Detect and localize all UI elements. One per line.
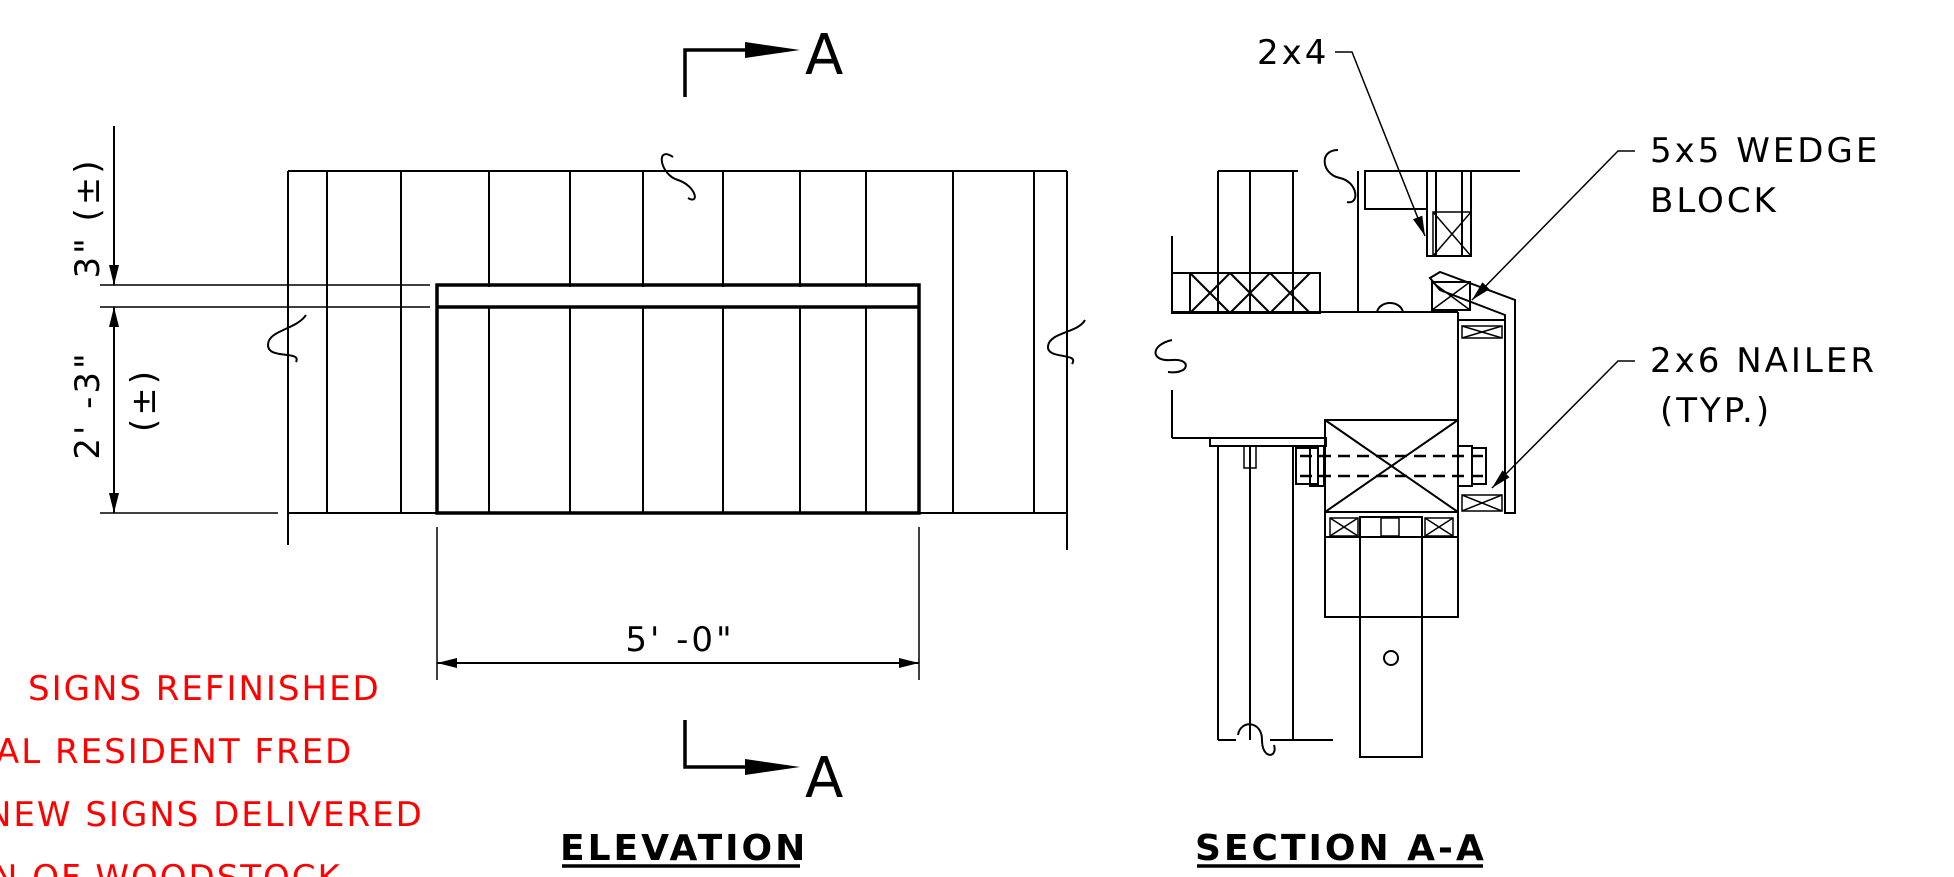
dim-width-label: 5' -0" <box>625 620 734 660</box>
dim-height-tolerance: (±) <box>124 368 164 432</box>
stud-2x4 <box>1364 170 1472 257</box>
break-symbol-top <box>660 153 696 201</box>
label-nailer-1: 2x6 NAILER <box>1650 341 1877 381</box>
label-wedge-block-1: 5x5 WEDGE <box>1650 131 1880 171</box>
note-line-4: N OF WOODSTOCK <box>0 858 342 877</box>
note-line-3: NEW SIGNS DELIVERED <box>0 795 424 835</box>
label-wedge-block-2: BLOCK <box>1650 181 1779 221</box>
dim-height-label: 2' -3" <box>68 350 108 459</box>
plank-wall <box>287 170 1068 550</box>
dim-top-label: 3" (±) <box>68 157 108 278</box>
nailer-block <box>1243 419 1487 513</box>
posts <box>1217 149 1520 756</box>
break-symbol-left <box>266 314 307 363</box>
note-line-2: AL RESIDENT FRED <box>0 732 353 772</box>
svg-text:A: A <box>805 746 843 811</box>
label-2x4: 2x4 <box>1257 33 1329 73</box>
section-marker-bottom: A <box>683 720 843 811</box>
section-title: SECTION A-A <box>1195 828 1487 869</box>
elevation-title: ELEVATION <box>560 828 808 869</box>
section-marker-top: A <box>683 23 843 97</box>
crossed-blocks <box>1171 272 1321 314</box>
break-symbol-right <box>1047 319 1086 365</box>
note-line-1: SIGNS REFINISHED <box>28 669 381 709</box>
wedge-block <box>1428 270 1516 514</box>
section-view: 2x4 5x5 WEDGE BLOCK 2x6 NAILER (TYP.) SE… <box>1154 33 1880 869</box>
notes-block: SIGNS REFINISHED AL RESIDENT FRED NEW SI… <box>0 669 424 877</box>
leader-lines <box>1335 51 1635 489</box>
lower-post <box>1324 511 1459 758</box>
label-nailer-2: (TYP.) <box>1660 391 1772 431</box>
vertical-dimension <box>100 126 430 514</box>
elevation-view: 3" (±) 2' -3" (±) 5' -0" A A ELEVATION <box>68 23 1086 869</box>
sign-panel <box>435 283 921 515</box>
main-beam <box>1154 236 1459 447</box>
svg-text:A: A <box>805 23 843 88</box>
horizontal-dimension <box>436 527 920 680</box>
